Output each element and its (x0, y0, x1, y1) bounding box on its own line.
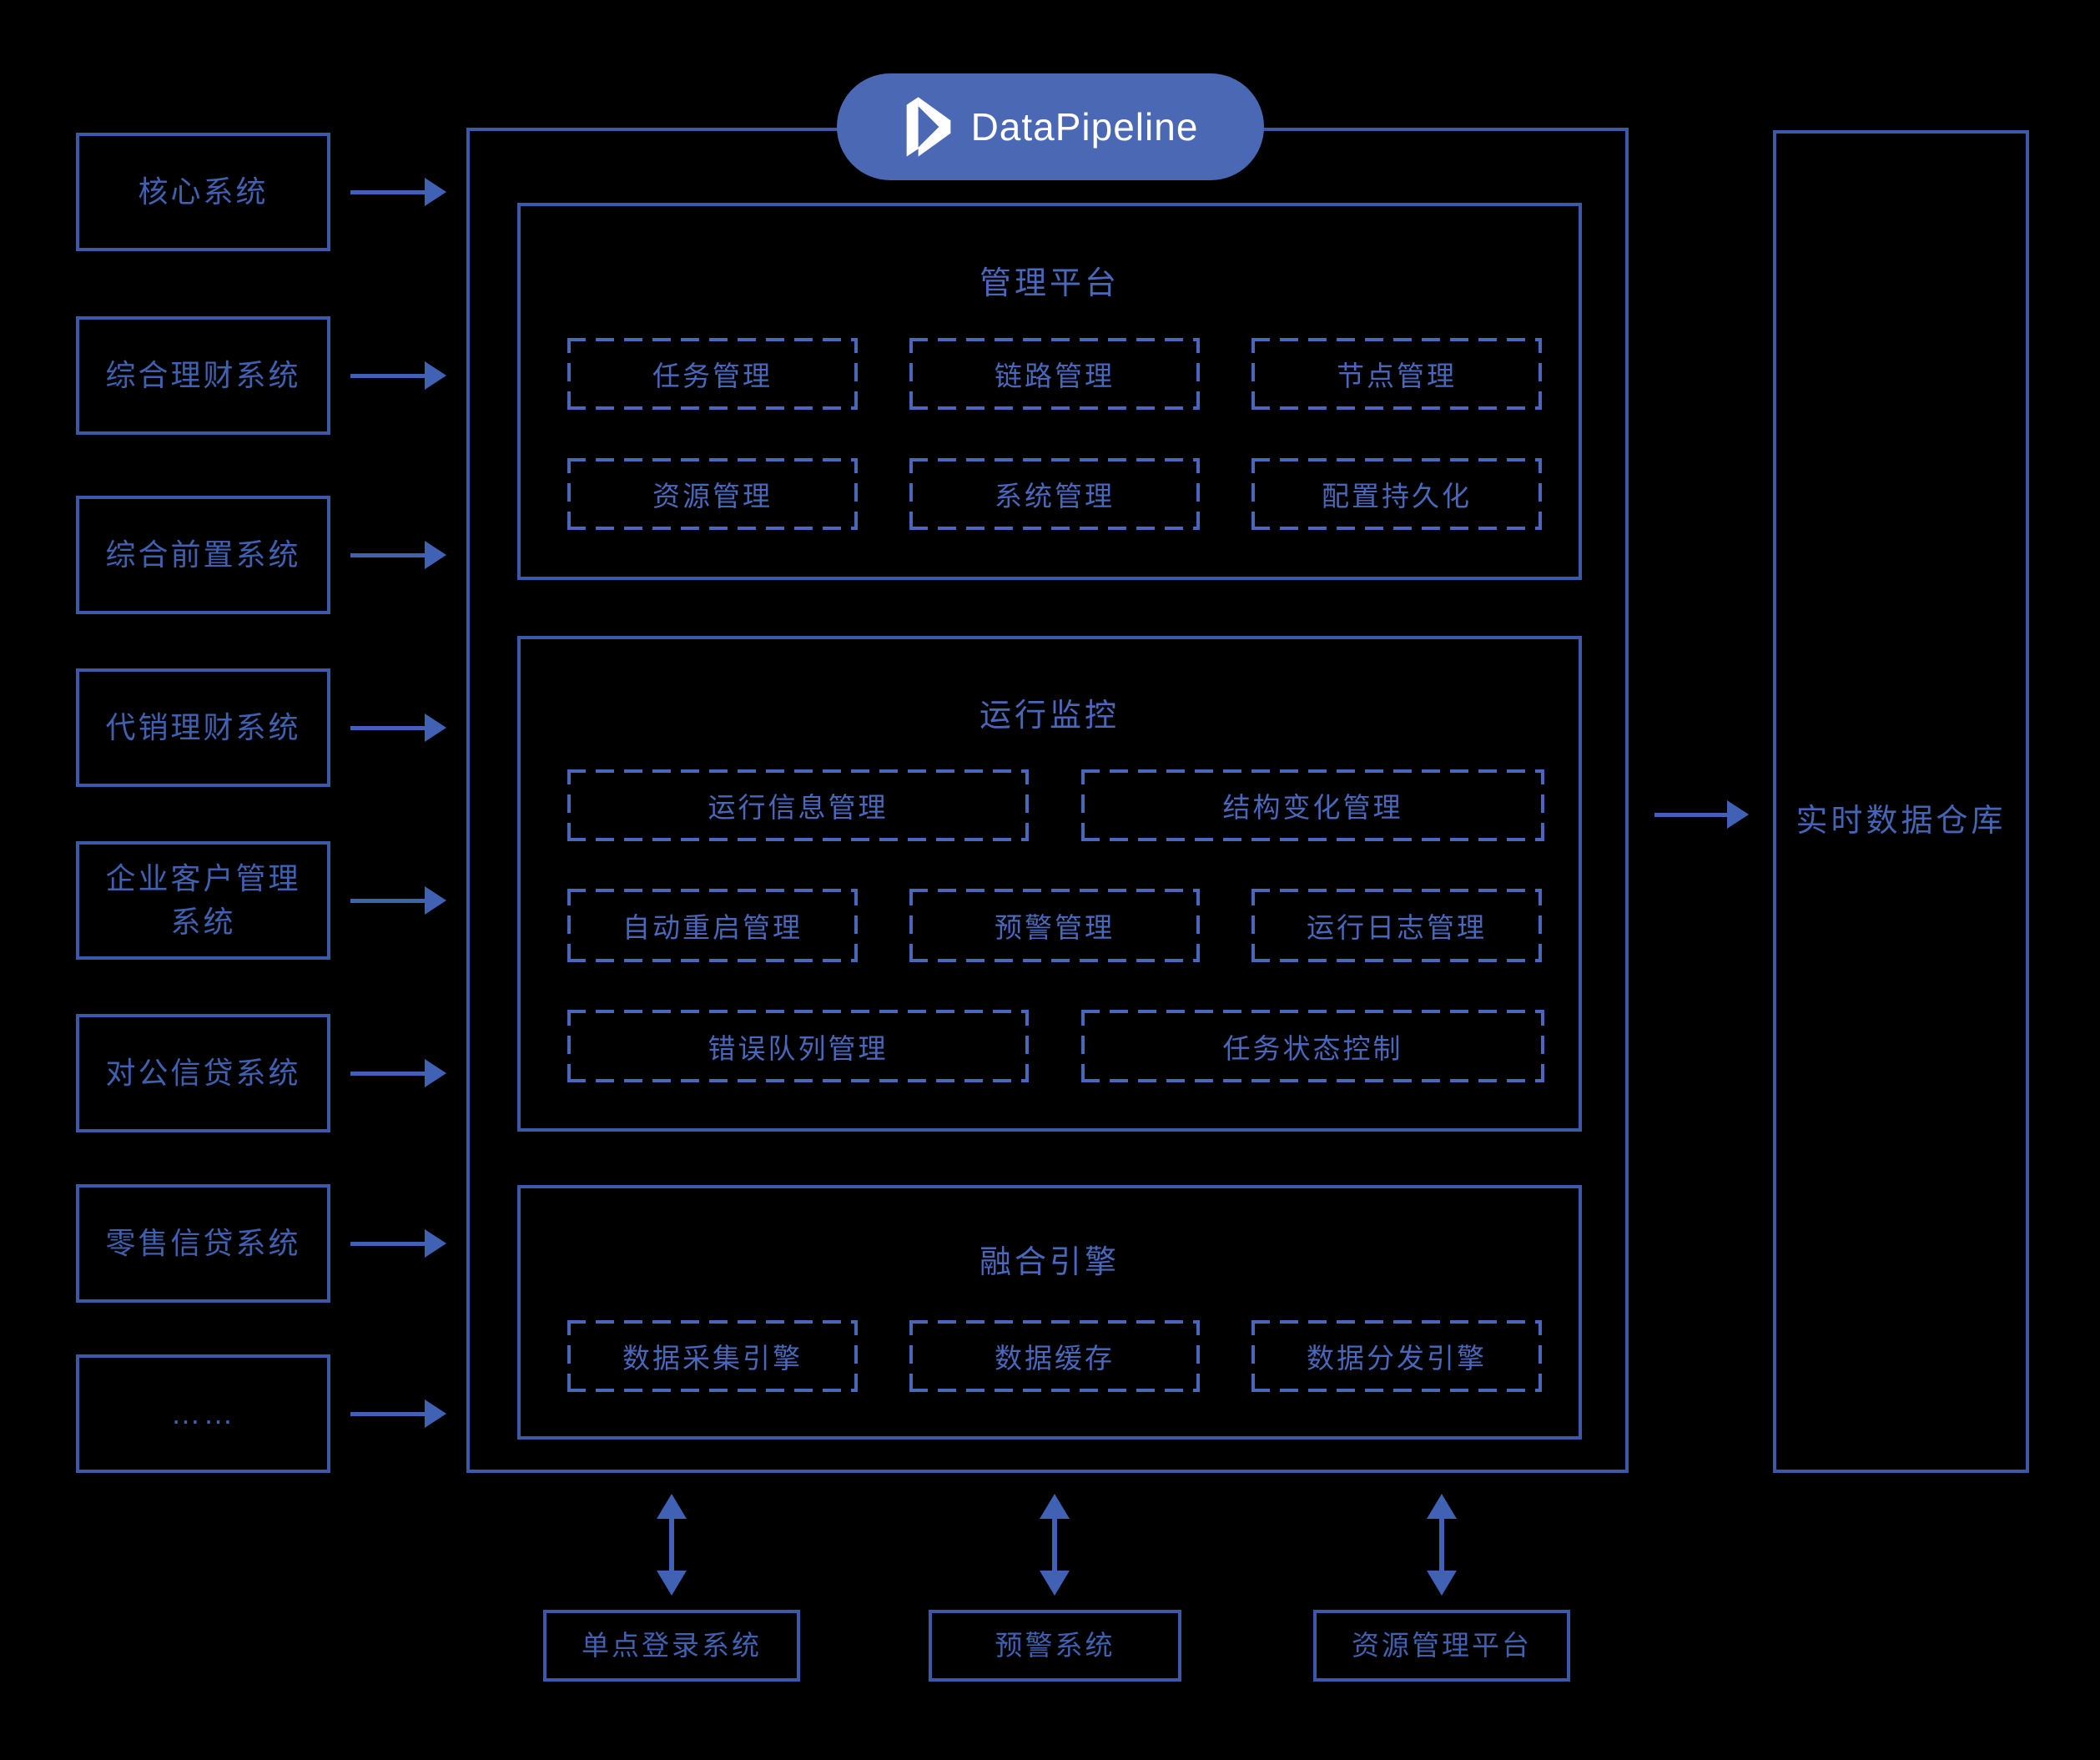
module-box-alert-mgmt: 预警管理 (909, 889, 1200, 962)
flow-arrow-bidirectional-icon (1040, 1494, 1070, 1596)
flow-arrow-right-icon (350, 541, 446, 569)
realtime-warehouse-box (1773, 130, 2029, 1473)
module-label: 运行信息管理 (708, 792, 889, 823)
section-title: 管理平台 (979, 266, 1120, 301)
module-label: 错误队列管理 (708, 1032, 889, 1064)
module-label: 数据采集引擎 (622, 1343, 803, 1374)
module-label: 配置持久化 (1322, 481, 1472, 512)
source-system-box-core: 核心系统 (76, 133, 330, 251)
source-system-label: …… (170, 1395, 236, 1430)
module-box-schema-change: 结构变化管理 (1081, 769, 1544, 841)
section-title: 运行监控 (979, 698, 1120, 734)
flow-arrow-right-icon (1654, 800, 1749, 829)
source-system-label: 零售信贷系统 (105, 1225, 301, 1260)
source-system-label: 企业客户管理系统 (105, 860, 301, 939)
module-label: 资源管理 (652, 481, 773, 512)
module-box-resource-mgmt: 资源管理 (567, 458, 858, 530)
module-box-runtime-info: 运行信息管理 (567, 769, 1029, 841)
module-box-link-mgmt: 链路管理 (909, 338, 1200, 410)
external-system-box-sso: 单点登录系统 (543, 1610, 800, 1682)
module-box-node-mgmt: 节点管理 (1251, 338, 1542, 410)
flow-arrow-right-icon (350, 886, 446, 915)
source-system-label: 核心系统 (138, 174, 269, 209)
source-system-label: 代销理财系统 (105, 709, 301, 744)
flow-arrow-right-icon (350, 1059, 446, 1087)
flow-arrow-bidirectional-icon (657, 1494, 687, 1596)
section-management-platform (517, 203, 1582, 580)
module-label: 任务状态控制 (1222, 1032, 1403, 1064)
flow-arrow-right-icon (350, 361, 446, 390)
source-system-box-agency: 代销理财系统 (76, 668, 330, 787)
module-label: 链路管理 (995, 361, 1115, 391)
arrow-shaft (669, 1515, 674, 1574)
source-system-box-more: …… (76, 1354, 330, 1473)
module-box-data-distribute-engine: 数据分发引擎 (1251, 1320, 1542, 1392)
module-box-runtime-log: 运行日志管理 (1251, 889, 1542, 962)
external-system-box-alert: 预警系统 (929, 1610, 1181, 1682)
flow-arrow-right-icon (350, 178, 446, 206)
module-box-task-state: 任务状态控制 (1081, 1010, 1544, 1082)
flow-arrow-right-icon (350, 714, 446, 742)
external-system-label: 预警系统 (995, 1630, 1115, 1662)
section-fusion-engine (517, 1185, 1582, 1440)
module-box-data-cache: 数据缓存 (909, 1320, 1200, 1392)
section-operation-monitoring (517, 636, 1582, 1132)
arrow-shaft (1052, 1515, 1057, 1574)
module-box-config-persistence: 配置持久化 (1251, 458, 1542, 530)
module-label: 节点管理 (1337, 361, 1457, 391)
source-system-box-wealth: 综合理财系统 (76, 316, 330, 435)
module-box-system-mgmt: 系统管理 (909, 458, 1200, 530)
module-box-error-queue: 错误队列管理 (567, 1010, 1029, 1082)
module-label: 任务管理 (652, 361, 773, 391)
module-label: 自动重启管理 (622, 912, 803, 943)
flow-arrow-right-icon (350, 1399, 446, 1428)
brand-name: DataPipeline (970, 105, 1199, 149)
section-title: 融合引擎 (979, 1245, 1120, 1280)
source-system-label: 综合理财系统 (105, 357, 301, 392)
source-system-label: 对公信贷系统 (105, 1055, 301, 1090)
source-system-box-retail-credit: 零售信贷系统 (76, 1184, 330, 1303)
datapipeline-logo-icon (906, 97, 950, 157)
module-label: 数据缓存 (995, 1343, 1115, 1374)
module-label: 数据分发引擎 (1307, 1343, 1487, 1374)
external-system-label: 资源管理平台 (1352, 1630, 1532, 1662)
module-box-data-collect-engine: 数据采集引擎 (567, 1320, 858, 1392)
brand-badge: DataPipeline (837, 73, 1264, 180)
external-system-box-resource-platform: 资源管理平台 (1313, 1610, 1570, 1682)
module-label: 运行日志管理 (1307, 912, 1487, 943)
external-system-label: 单点登录系统 (582, 1630, 762, 1662)
module-label: 结构变化管理 (1222, 792, 1403, 823)
module-box-auto-restart: 自动重启管理 (567, 889, 858, 962)
module-label: 预警管理 (995, 912, 1115, 943)
flow-arrow-bidirectional-icon (1427, 1494, 1457, 1596)
source-system-box-corporate-credit: 对公信贷系统 (76, 1014, 330, 1132)
module-box-task-mgmt: 任务管理 (567, 338, 858, 410)
realtime-warehouse-label: 实时数据仓库 (1795, 804, 2007, 839)
arrow-shaft (1439, 1515, 1444, 1574)
flow-arrow-right-icon (350, 1229, 446, 1258)
source-system-label: 综合前置系统 (105, 537, 301, 572)
module-label: 系统管理 (995, 481, 1115, 512)
source-system-box-corporate-crm: 企业客户管理系统 (76, 841, 330, 960)
source-system-box-front: 综合前置系统 (76, 496, 330, 614)
